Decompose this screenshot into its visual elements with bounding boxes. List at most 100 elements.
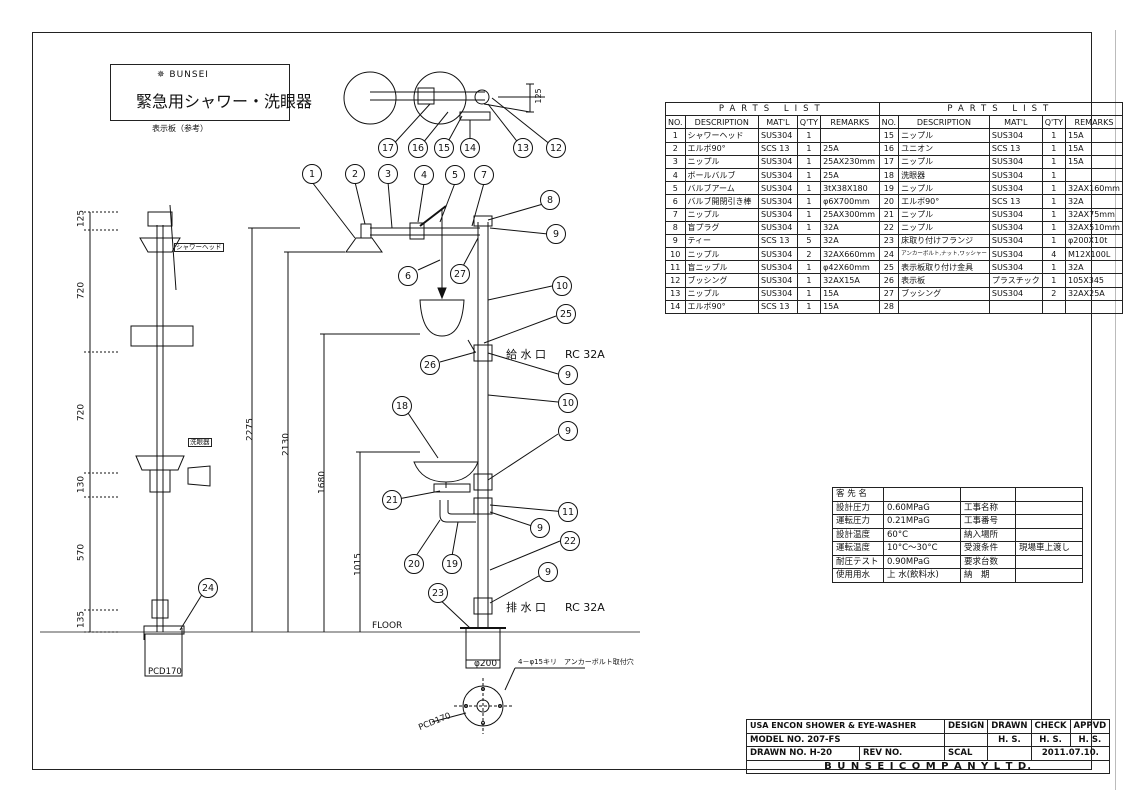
- parts-cell: φ200X10t: [1064, 233, 1123, 249]
- balloon: 25: [556, 304, 576, 324]
- parts-cell: 1: [1041, 220, 1066, 235]
- spec-cell: [1015, 514, 1083, 529]
- spec-cell: 工事番号: [960, 514, 1016, 529]
- balloon: 22: [560, 531, 580, 551]
- parts-cell: 25A: [820, 167, 880, 183]
- parts-cell: 洗眼器: [898, 167, 990, 183]
- side-lower-tee: [151, 599, 169, 619]
- parts-cell: [1041, 299, 1066, 315]
- parts-cell: 1: [1041, 233, 1066, 249]
- header-description: DESCRIPTION: [898, 115, 990, 130]
- side-flange: [143, 625, 185, 635]
- spec-cell: 納 期: [960, 568, 1016, 583]
- parts-cell: SUS304: [988, 207, 1043, 222]
- base-diameter: φ200: [474, 659, 498, 669]
- parts-cell: 1: [1041, 260, 1066, 275]
- tb-date: 2011.07.10.: [1030, 746, 1111, 761]
- parts-cell: 32AX25A: [1064, 286, 1123, 301]
- parts-cell: [988, 299, 1043, 315]
- parts-cell: 3: [665, 154, 686, 169]
- side-push-handle: [187, 465, 211, 487]
- parts-cell: ブッシング: [898, 286, 990, 301]
- spec-cell: 使用用水: [832, 568, 884, 583]
- parts-cell: ニップル: [898, 154, 990, 169]
- balloon: 11: [558, 502, 578, 522]
- tb-check: CHECK: [1030, 719, 1071, 734]
- parts-cell: ニップル: [684, 207, 759, 222]
- parts-cell: 1: [1041, 154, 1066, 169]
- parts-cell: 21: [878, 207, 900, 222]
- spec-row: 客 先 名: [832, 487, 1083, 502]
- parts-cell: SUS304: [758, 181, 798, 196]
- parts-cell: 1: [796, 286, 822, 301]
- parts-cell: ニップル: [684, 286, 759, 301]
- balloon: 9: [558, 365, 578, 385]
- parts-cell: 16: [878, 141, 900, 156]
- front-eye-bowl: [413, 461, 479, 483]
- parts-cell: 32A: [1064, 260, 1123, 275]
- parts-cell: エルボ90°: [684, 141, 759, 156]
- header-no: NO.: [878, 115, 900, 130]
- parts-cell: SCS 13: [988, 141, 1043, 156]
- header-description: DESCRIPTION: [684, 115, 759, 130]
- parts-cell: 5: [665, 181, 686, 196]
- parts-cell: 32AX660mm: [820, 247, 880, 262]
- spec-cell: 設計圧力: [832, 500, 884, 515]
- tb-model: MODEL NO. 207-FS: [746, 732, 945, 747]
- balloon: 13: [513, 138, 533, 158]
- parts-cell: [1064, 299, 1123, 315]
- parts-cell: [1064, 167, 1123, 183]
- parts-cell: 25AX300mm: [820, 207, 880, 222]
- parts-cell: 25: [878, 260, 900, 275]
- parts-cell: 1: [1041, 194, 1066, 209]
- parts-cell: 32AX160mm: [1064, 181, 1123, 196]
- parts-cell: 1: [1041, 181, 1066, 196]
- parts-cell: ニップル: [898, 207, 990, 222]
- balloon: 18: [392, 396, 412, 416]
- side-sign-board: [130, 325, 194, 347]
- spec-cell: [883, 487, 961, 502]
- top-shower-circle: [343, 71, 397, 125]
- parts-cell: 1: [796, 128, 822, 143]
- parts-cell: SUS304: [758, 154, 798, 169]
- dim-2275: 2275: [245, 418, 256, 441]
- balloon: 17: [378, 138, 398, 158]
- parts-cell: SUS304: [988, 286, 1043, 301]
- side-dim-2: 720: [76, 281, 87, 300]
- page-edge-line: [1115, 30, 1116, 790]
- tb-drawn-by: H. S.: [987, 732, 1032, 747]
- parts-cell: 32AX75mm: [1064, 207, 1123, 222]
- parts-cell: 5: [796, 233, 822, 249]
- side-eyewash-valve: [149, 469, 171, 493]
- balloon: 19: [442, 554, 462, 574]
- parts-cell: 表示板: [898, 273, 990, 288]
- parts-cell: SUS304: [758, 286, 798, 301]
- parts-cell: SUS304: [988, 233, 1043, 249]
- parts-cell: 15A: [1064, 141, 1123, 156]
- spec-row: 使用用水上 水(飲料水)納 期: [832, 568, 1083, 583]
- spec-cell: 運転温度: [832, 541, 884, 556]
- parts-cell: エルボ90°: [898, 194, 990, 209]
- parts-cell: SCS 13: [988, 194, 1043, 209]
- front-showerhead: [345, 237, 383, 253]
- spec-cell: 10°C～30°C: [883, 541, 961, 556]
- header-remarks: REMARKS: [1064, 115, 1123, 130]
- drain-tee: [473, 597, 493, 615]
- product-title-box: ✵ BUNSEI 緊急用シャワー・洗眼器: [110, 64, 312, 121]
- parts-cell: 15: [878, 128, 900, 143]
- tb-check-by: H. S.: [1030, 732, 1071, 747]
- parts-cell: SUS304: [988, 128, 1043, 143]
- parts-cell: 1: [1041, 207, 1066, 222]
- parts-cell: 32A: [820, 233, 880, 249]
- spec-cell: [1015, 568, 1083, 583]
- balloon: 10: [558, 393, 578, 413]
- parts-cell: SUS304: [758, 273, 798, 288]
